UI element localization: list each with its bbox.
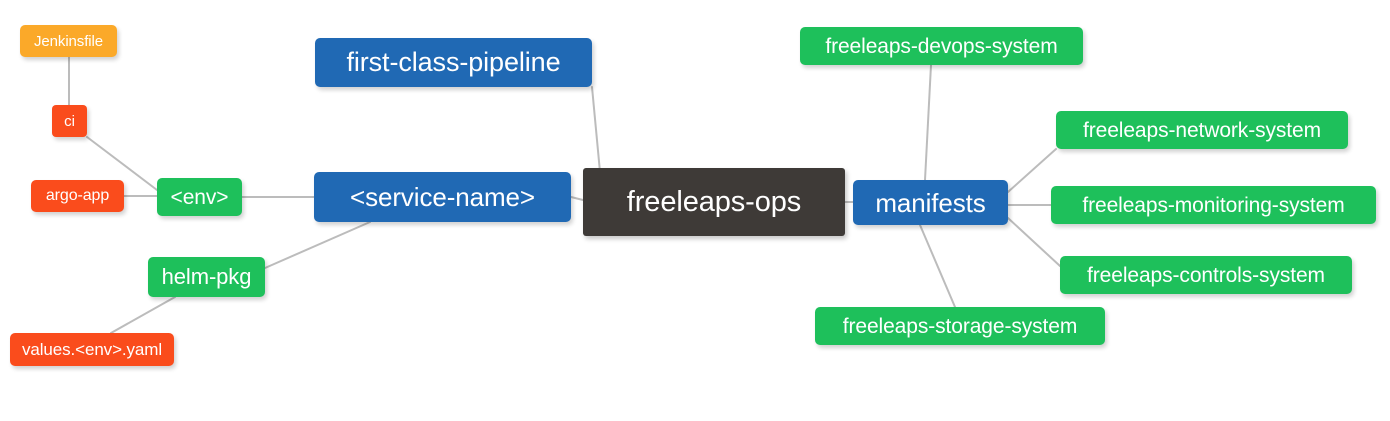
node-freeleaps-storage-system[interactable]: freeleaps-storage-system [815, 307, 1105, 345]
edge-manifests-to-freeleaps-storage-system [919, 224, 956, 308]
node-label-values-env-yaml: values.<env>.yaml [21, 340, 163, 359]
edge-service-name-to-helm-pkg [264, 221, 371, 269]
node-freeleaps-devops-system[interactable]: freeleaps-devops-system [800, 27, 1083, 65]
node-label-first-class-pipeline: first-class-pipeline [346, 47, 561, 77]
edge-manifests-to-freeleaps-network-system [1007, 148, 1057, 193]
node-manifests[interactable]: manifests [853, 180, 1008, 225]
node-label-argo-app: argo-app [45, 187, 110, 204]
node-label-env: <env> [170, 185, 229, 209]
node-label-manifests: manifests [875, 187, 986, 218]
node-label-freeleaps-storage-system: freeleaps-storage-system [842, 314, 1078, 338]
node-first-class-pipeline[interactable]: first-class-pipeline [315, 38, 592, 87]
node-label-freeleaps-monitoring-system: freeleaps-monitoring-system [1082, 193, 1345, 217]
node-argo-app[interactable]: argo-app [31, 180, 124, 212]
node-ci[interactable]: ci [52, 105, 87, 137]
edge-manifests-to-freeleaps-devops-system [924, 64, 932, 181]
edge-root-to-service-name [570, 196, 584, 201]
node-helm-pkg[interactable]: helm-pkg [148, 257, 265, 297]
edge-helm-pkg-to-values-env-yaml [110, 296, 176, 334]
node-label-freeleaps-devops-system: freeleaps-devops-system [825, 34, 1058, 58]
node-label-freeleaps-controls-system: freeleaps-controls-system [1087, 263, 1325, 287]
node-service-name[interactable]: <service-name> [314, 172, 571, 222]
node-label-ci: ci [64, 112, 75, 130]
edge-root-to-first-class-pipeline [591, 86, 601, 173]
node-root[interactable]: freeleaps-ops [583, 168, 845, 236]
node-freeleaps-monitoring-system[interactable]: freeleaps-monitoring-system [1051, 186, 1376, 224]
node-label-freeleaps-network-system: freeleaps-network-system [1082, 118, 1321, 142]
node-label-root: freeleaps-ops [626, 185, 802, 218]
edge-manifests-to-freeleaps-controls-system [1007, 217, 1061, 267]
node-label-service-name: <service-name> [349, 182, 536, 212]
node-jenkinsfile[interactable]: Jenkinsfile [20, 25, 117, 57]
node-label-jenkinsfile: Jenkinsfile [34, 32, 103, 50]
node-env[interactable]: <env> [157, 178, 242, 216]
node-label-helm-pkg: helm-pkg [161, 264, 252, 289]
node-values-env-yaml[interactable]: values.<env>.yaml [10, 333, 174, 366]
node-freeleaps-controls-system[interactable]: freeleaps-controls-system [1060, 256, 1352, 294]
node-freeleaps-network-system[interactable]: freeleaps-network-system [1056, 111, 1348, 149]
